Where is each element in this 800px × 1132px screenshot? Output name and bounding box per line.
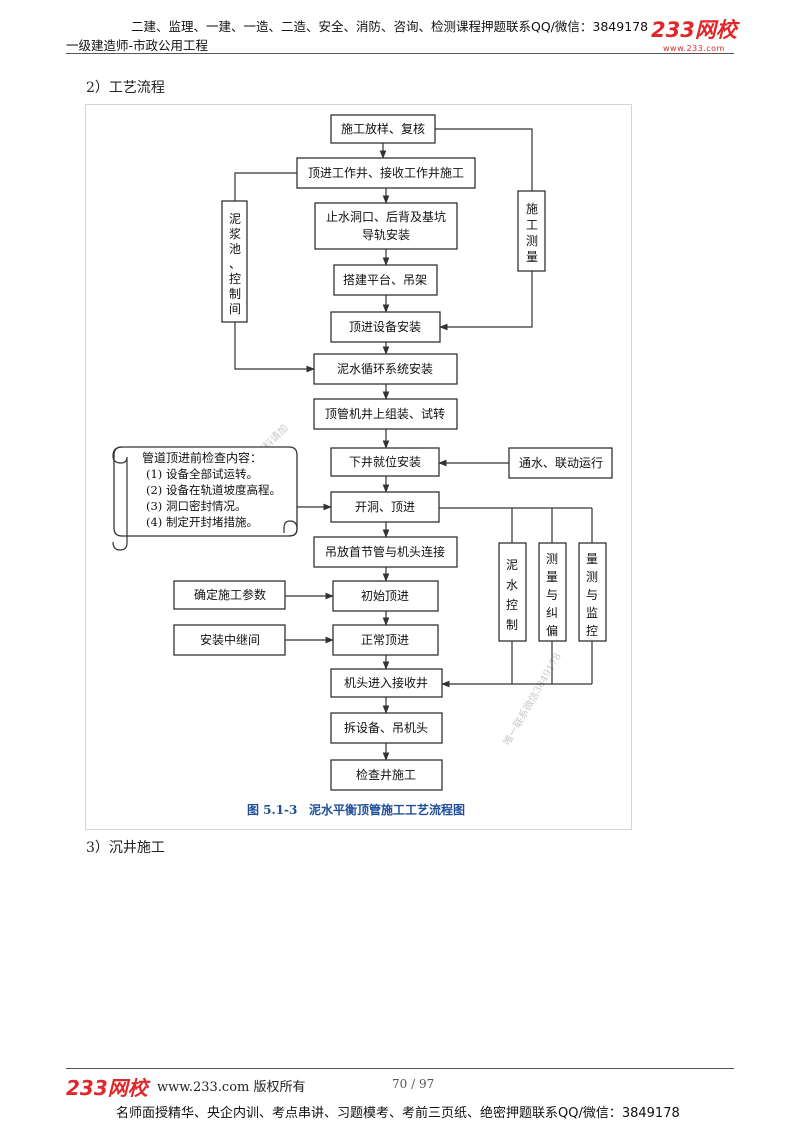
header-logo-site: www.233.com — [663, 44, 725, 53]
header-logo: 233网校 www.233.com — [651, 14, 737, 53]
vtext-monitor: 量测与监控 — [586, 552, 598, 638]
step-label-15: 检查井施工 — [356, 767, 416, 782]
scroll-item-4: (4) 制定开封堵措施。 — [146, 515, 258, 529]
step-label-3a: 止水洞口、后背及基坑 — [326, 209, 446, 224]
step-label-10: 吊放首节管与机头连接 — [325, 544, 445, 559]
section-heading-caisson: 3）沉井施工 — [86, 840, 165, 856]
step-box-10 — [313, 536, 458, 568]
step-label-11: 初始顶进 — [361, 589, 409, 603]
scroll-item-3: (3) 洞口密封情况。 — [146, 499, 246, 513]
section-heading-process: 2）工艺流程 — [86, 80, 165, 96]
page-number: 70 / 97 — [392, 1077, 435, 1091]
watermark-lower: 唯一联系微信3849178 — [500, 650, 564, 747]
flowchart-svg: 更多资料请加 唯一联系微信3849178 施工放样、复核 顶进工作井、接收工作井… — [112, 114, 613, 817]
vbox-mud-control — [498, 542, 527, 642]
side-text-mud-pool: 泥浆池、控制间 — [229, 212, 241, 316]
step-box-6 — [313, 353, 458, 385]
footer-note: 名师面授精华、央企内训、考点串讲、习题模考、考前三页纸、绝密押题联系QQ/微信：… — [116, 1106, 680, 1121]
header-logo-text: 233网校 — [651, 18, 737, 42]
footer-rule — [66, 1068, 734, 1069]
vbox-monitor — [578, 542, 607, 642]
aux-box-params — [173, 580, 286, 610]
scroll-note: 管道顶进前检查内容： (1) 设备全部试运转。 (2) 设备在轨道坡度高程。 (… — [112, 446, 298, 551]
footer-copyright: www.233.com 版权所有 — [157, 1080, 306, 1095]
step-box-13 — [330, 668, 443, 698]
step-label-5: 顶进设备安装 — [349, 319, 421, 334]
vtext-mud-control: 泥水控制 — [506, 558, 518, 632]
scroll-item-2: (2) 设备在轨道坡度高程。 — [146, 483, 281, 497]
step-label-7: 顶管机井上组装、试转 — [325, 406, 445, 421]
flowchart-figure: 更多资料请加 唯一联系微信3849178 施工放样、复核 顶进工作井、接收工作井… — [85, 104, 632, 830]
step-label-6: 泥水循环系统安装 — [337, 361, 433, 376]
step-label-12: 正常顶进 — [361, 633, 409, 647]
step-label-2: 顶进工作井、接收工作井施工 — [308, 165, 464, 180]
step-box-8 — [330, 447, 440, 477]
caption-title: 泥水平衡顶管施工工艺流程图 — [309, 802, 465, 817]
scroll-title: 管道顶进前检查内容： — [142, 450, 262, 465]
step-label-3b: 导轨安装 — [362, 227, 410, 242]
step-box-14 — [330, 712, 443, 744]
step-box-3 — [314, 202, 458, 250]
aux-box-tongshui — [508, 447, 613, 479]
vbox-measure-correct — [538, 542, 567, 642]
step-box-15 — [330, 759, 443, 791]
footer-logo: 233网校 — [66, 1076, 148, 1100]
step-label-1: 施工放样、复核 — [341, 121, 425, 136]
vtext-measure-correct: 测量与纠偏 — [546, 552, 558, 638]
header-line-2: 一级建造师-市政公用工程 — [66, 38, 209, 53]
header-line-1: 二建、监理、一建、一造、二造、安全、消防、咨询、检测课程押题联系QQ/微信：38… — [131, 19, 649, 34]
header-rule — [66, 53, 734, 54]
side-box-mud-pool — [221, 200, 248, 323]
step-label-8: 下井就位安装 — [349, 454, 421, 469]
connectors — [234, 128, 593, 761]
step-box-7 — [313, 398, 458, 430]
caption-number: 图 5.1-3 — [247, 803, 297, 817]
step-label-4: 搭建平台、吊架 — [343, 272, 427, 287]
step-label-14: 拆设备、吊机头 — [344, 720, 428, 735]
step-box-5 — [330, 311, 441, 343]
scroll-item-1: (1) 设备全部试运转。 — [146, 467, 258, 481]
side-text-survey: 施工测量 — [526, 202, 538, 264]
step-label-9: 开洞、顶进 — [355, 500, 415, 514]
aux-label-relay: 安装中继间 — [200, 632, 260, 647]
aux-label-tongshui: 通水、联动运行 — [519, 456, 603, 470]
aux-label-params: 确定施工参数 — [194, 587, 266, 602]
step-label-13: 机头进入接收井 — [344, 675, 428, 690]
